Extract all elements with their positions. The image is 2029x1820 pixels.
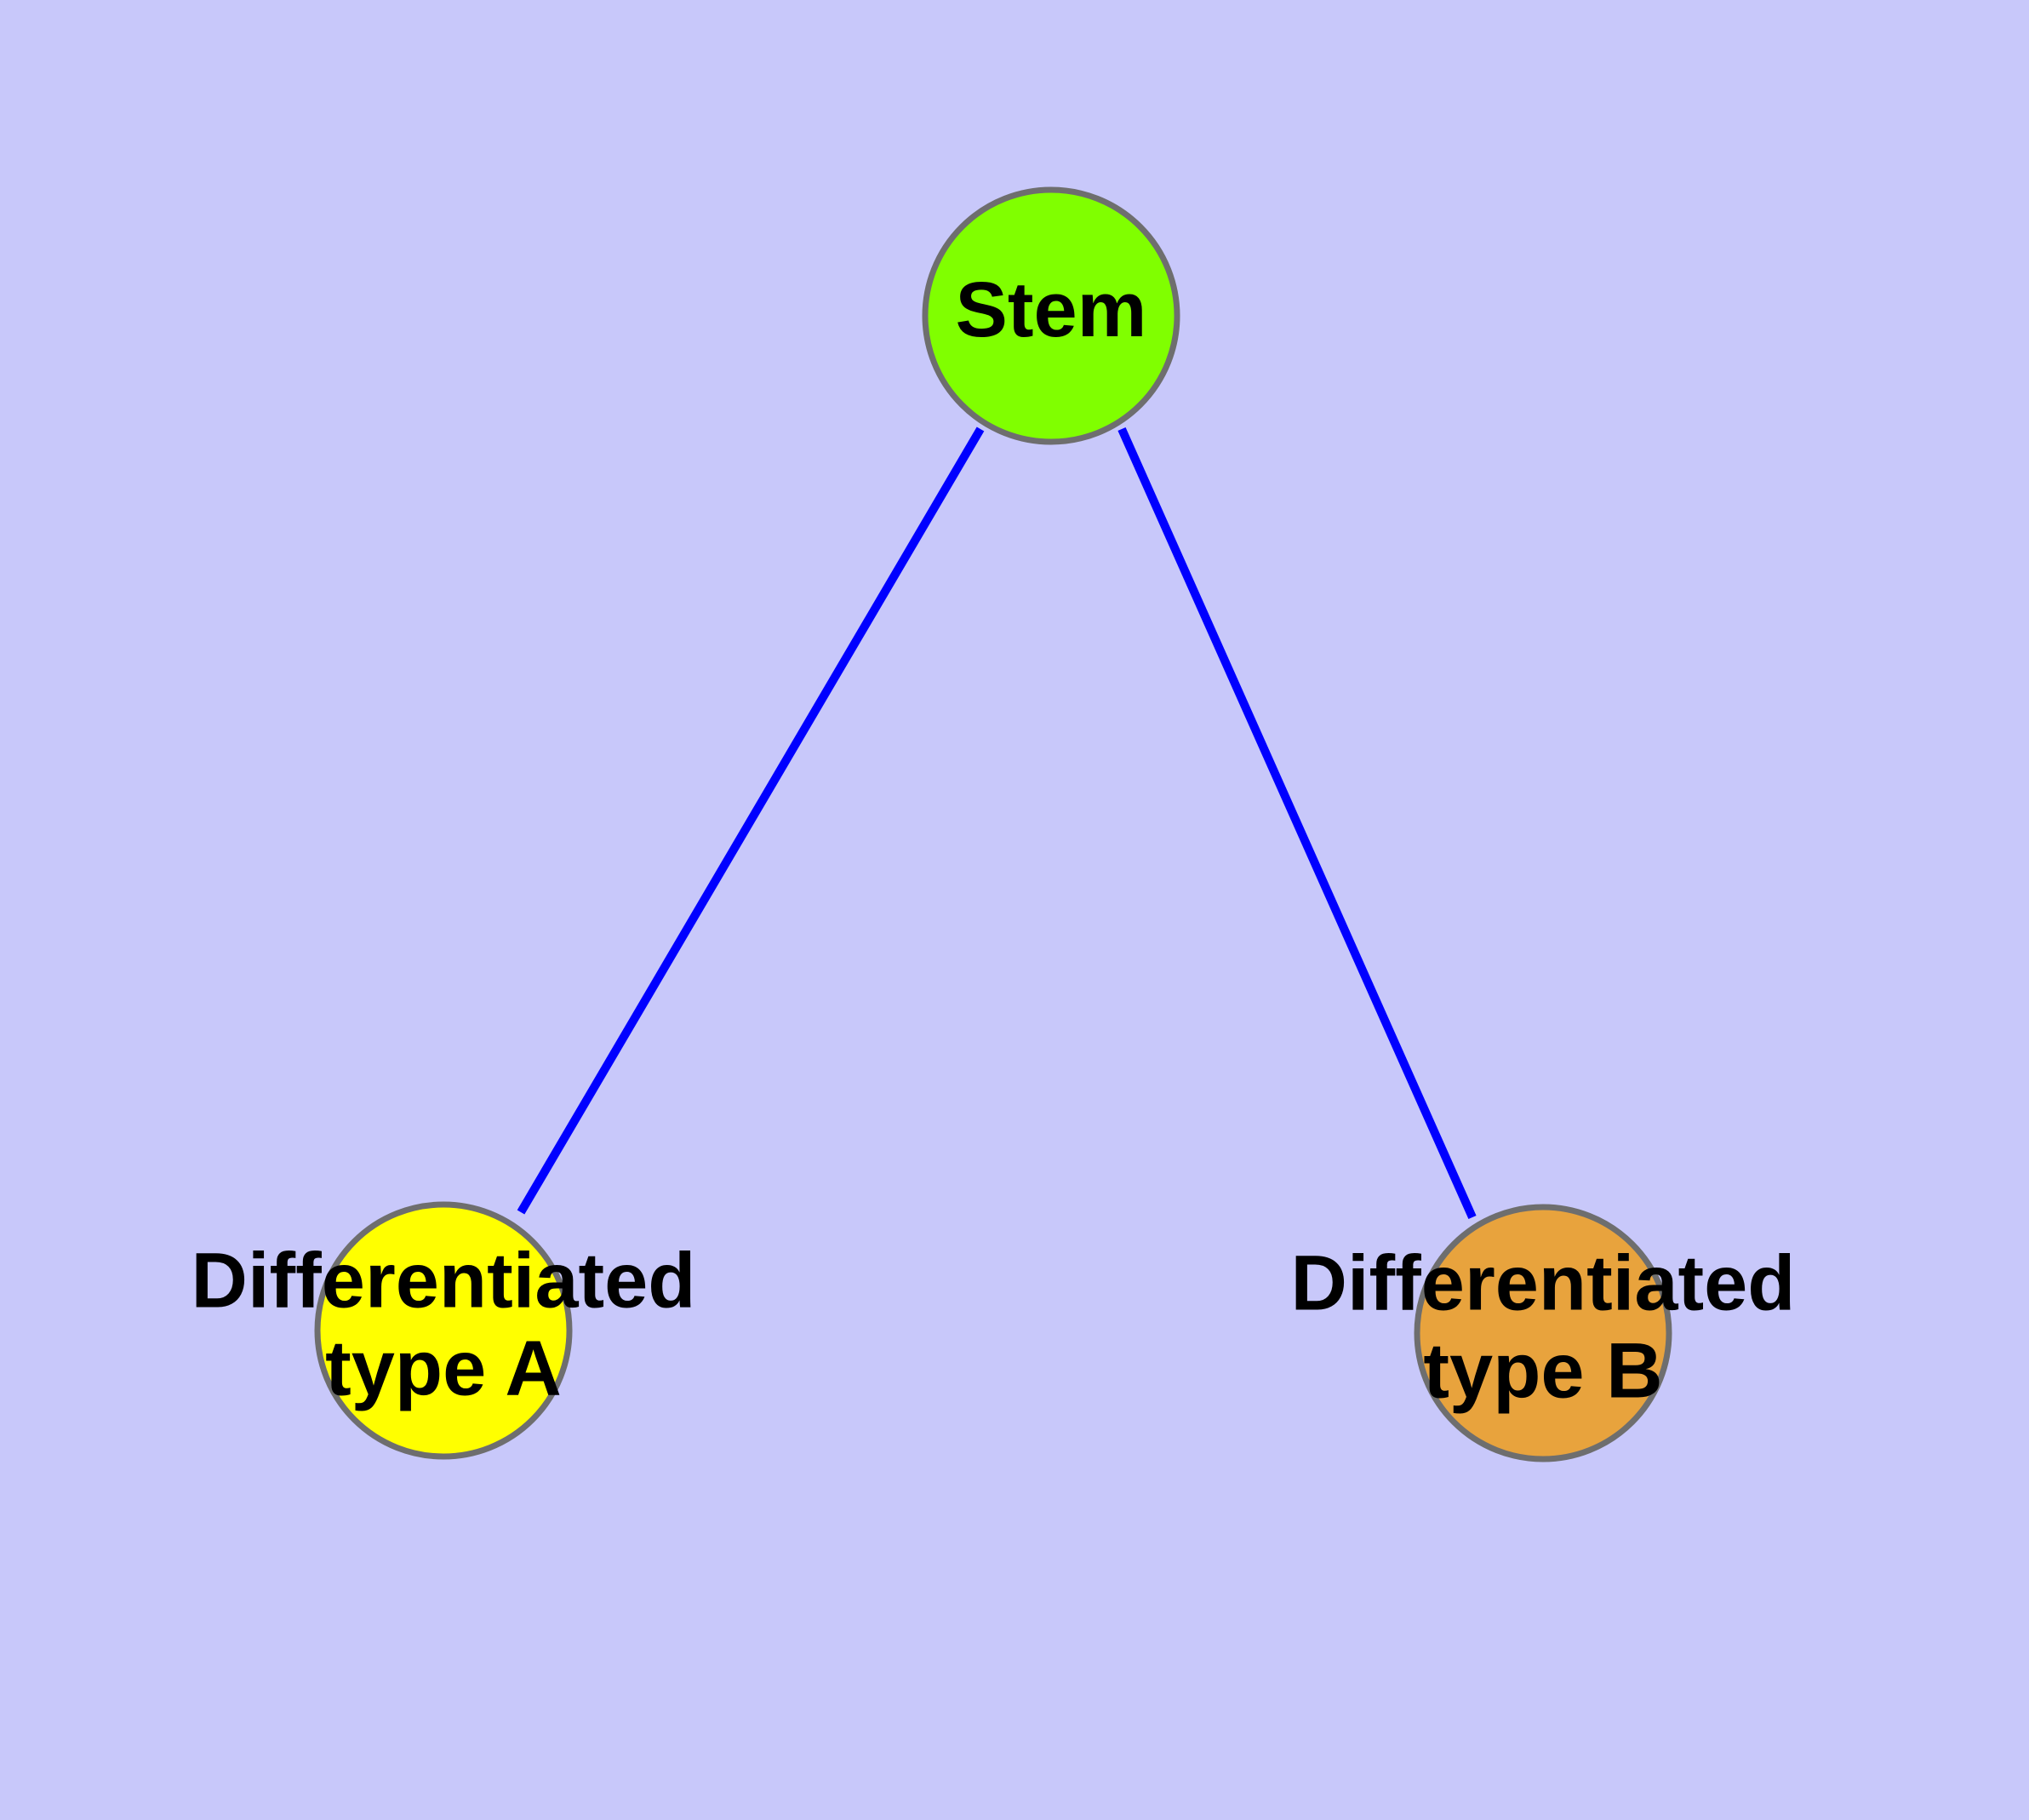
node-stem[interactable] [922,186,1180,445]
node-diff_b[interactable] [1414,1204,1672,1462]
node-diff_a[interactable] [314,1201,573,1460]
node-label-line: type A [325,1325,562,1412]
nodes-layer [314,186,1672,1462]
node-label-line: Stem [956,266,1147,353]
node-label-line: Differentiated [1291,1240,1796,1327]
edge-stem-diff-a[interactable] [517,426,985,1215]
node-label-line: type B [1423,1328,1662,1415]
node-label-line: Differentiated [191,1238,696,1325]
edges-layer [517,426,1477,1220]
node-label-stem: Stem [956,266,1147,353]
edge-stem-diff-b[interactable] [1117,426,1477,1220]
